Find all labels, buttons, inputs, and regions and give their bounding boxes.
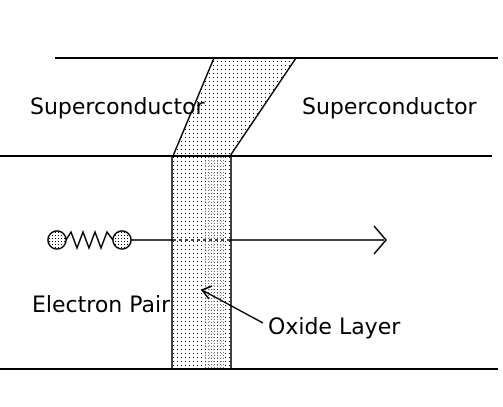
label-left-superconductor: Superconductor xyxy=(30,95,206,120)
label-electron-pair: Electron Pair xyxy=(32,293,171,318)
electron-spring xyxy=(65,229,114,251)
oxide-pointer-arrow-icon xyxy=(200,285,213,300)
electron-left xyxy=(47,230,67,250)
oxide-pointer-line xyxy=(201,289,264,324)
arrow-head-icon xyxy=(373,225,387,255)
label-oxide-layer: Oxide Layer xyxy=(268,315,401,340)
electron-right xyxy=(112,230,132,250)
oxide-layer-dense-band xyxy=(203,156,225,369)
label-right-superconductor: Superconductor xyxy=(302,95,478,120)
